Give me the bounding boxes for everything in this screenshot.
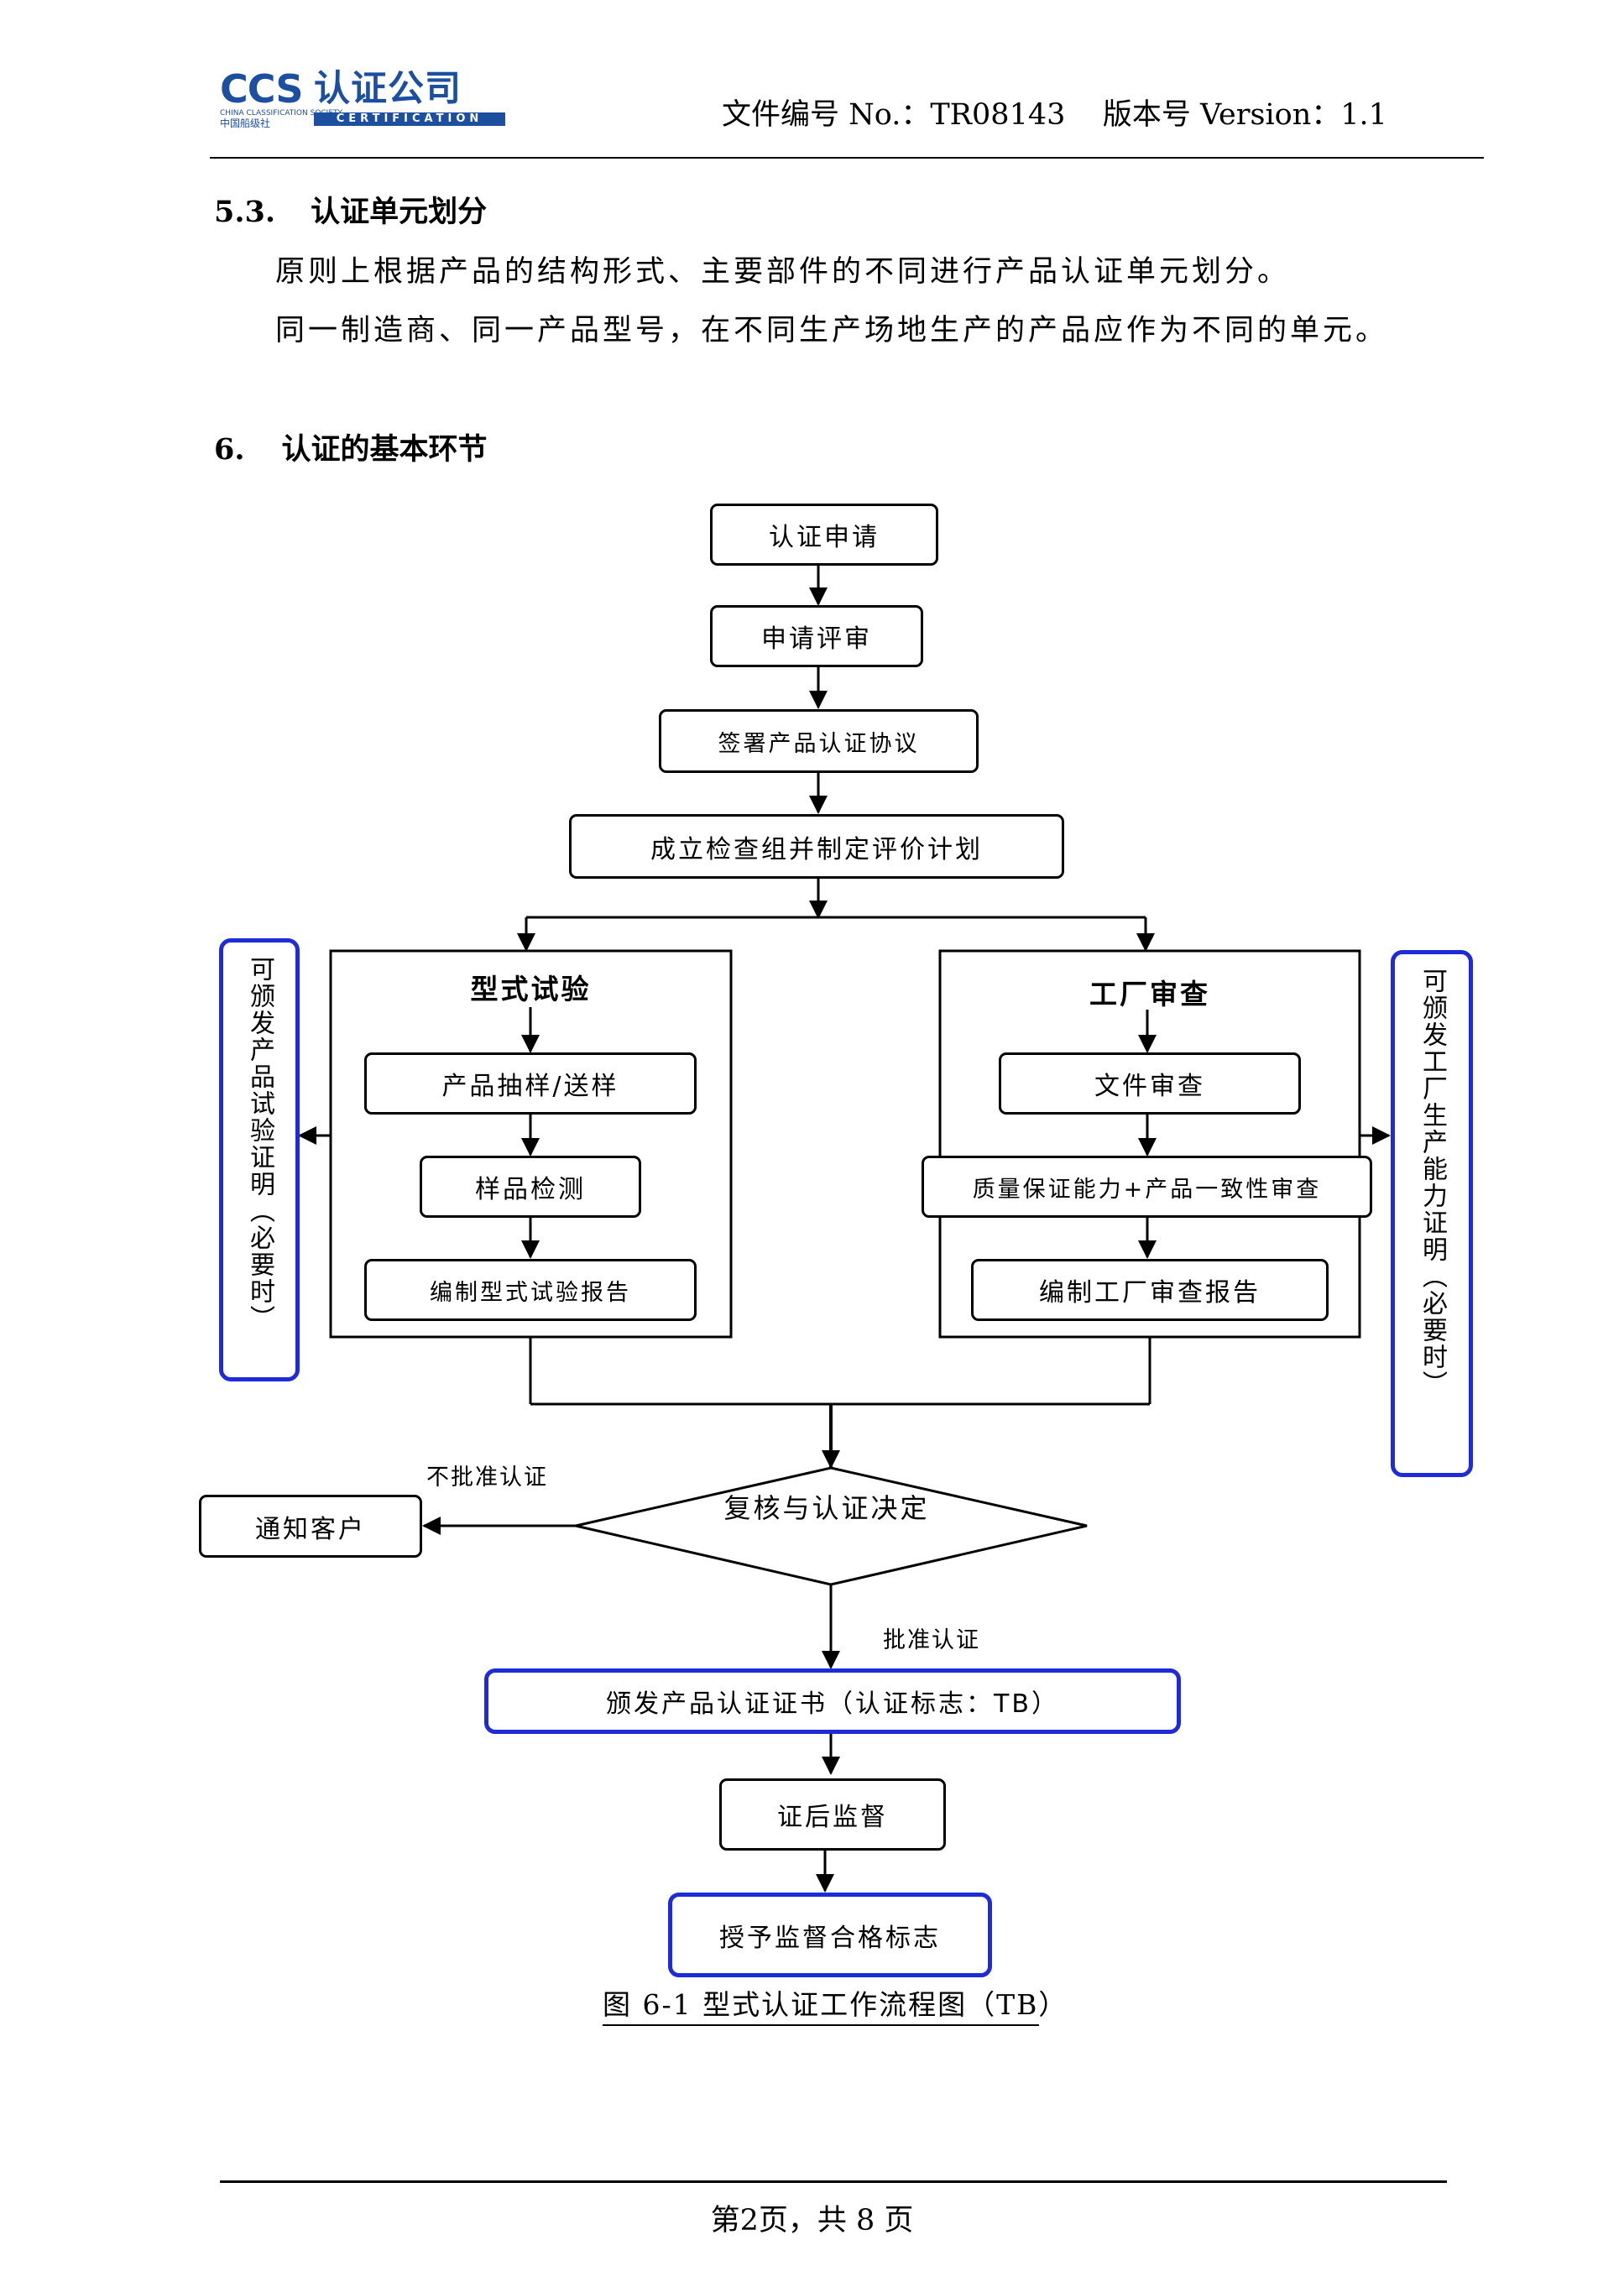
left-item-sampling: 产品抽样/送样 xyxy=(364,1052,697,1115)
section-number: 6. xyxy=(214,432,245,467)
step-sign-box: 签署产品认证协议 xyxy=(659,709,979,773)
logo-ccs-text: CCS xyxy=(220,66,304,112)
post-supervision-box: 证后监督 xyxy=(719,1778,946,1851)
section-6-heading: 6. 认证的基本环节 xyxy=(214,432,488,467)
notify-client-box: 通知客户 xyxy=(199,1495,422,1558)
right-item-report: 编制工厂审查报告 xyxy=(971,1259,1329,1321)
reject-label: 不批准认证 xyxy=(426,1465,548,1491)
left-side-note-box: 可颁发产品试验证明（必要时） xyxy=(219,938,300,1381)
paragraph-2: 同一制造商、同一产品型号，在不同生产场地生产的产品应作为不同的单元。 xyxy=(275,314,1389,347)
header-divider xyxy=(210,157,1484,159)
issue-certificate-box: 颁发产品认证证书（认证标志：TB） xyxy=(484,1668,1181,1734)
left-side-note-text: 可颁发产品试验证明（必要时） xyxy=(245,956,274,1332)
ccs-logo: CCS CHINA CLASSIFICATION SOCIETY 中国船级社 认… xyxy=(220,67,514,128)
right-side-note-text: 可颁发工厂生产能力证明（必要时） xyxy=(1418,968,1447,1397)
logo-sub-en: CHINA CLASSIFICATION SOCIETY xyxy=(220,109,343,117)
right-item-quality-audit: 质量保证能力+产品一致性审查 xyxy=(922,1156,1372,1218)
section-title: 认证单元划分 xyxy=(311,195,488,229)
figure-caption: 图 6-1 型式认证工作流程图（TB） xyxy=(603,1982,1066,2026)
section-title: 认证的基本环节 xyxy=(281,432,488,467)
left-item-report: 编制型式试验报告 xyxy=(364,1259,697,1321)
left-item-testing: 样品检测 xyxy=(420,1156,641,1218)
step-plan-box: 成立检查组并制定评价计划 xyxy=(569,814,1064,879)
logo-cert-bar: CERTIFICATION xyxy=(314,112,505,126)
logo-cn-text: 认证公司 xyxy=(314,68,462,110)
page-number: 第2页，共 8 页 xyxy=(710,2204,914,2237)
decision-text: 复核与认证决定 xyxy=(723,1492,930,1524)
grant-mark-box: 授予监督合格标志 xyxy=(668,1893,992,1977)
left-branch-title: 型式试验 xyxy=(470,973,592,1005)
logo-sub-cn: 中国船级社 xyxy=(220,117,271,129)
right-item-doc-review: 文件审查 xyxy=(999,1052,1301,1115)
step-apply-box: 认证申请 xyxy=(710,504,938,566)
section-5-3-heading: 5.3. 认证单元划分 xyxy=(214,195,487,230)
right-branch-title: 工厂审查 xyxy=(1089,978,1210,1010)
step-review-box: 申请评审 xyxy=(710,605,923,667)
section-number: 5.3. xyxy=(214,195,276,229)
right-side-note-box: 可颁发工厂生产能力证明（必要时） xyxy=(1391,950,1473,1477)
doc-info: 文件编号 No.：TR08143 版本号 Version：1.1 xyxy=(722,98,1387,132)
paragraph-1: 原则上根据产品的结构形式、主要部件的不同进行产品认证单元划分。 xyxy=(275,255,1291,289)
footer-divider xyxy=(220,2180,1447,2183)
approve-label: 批准认证 xyxy=(883,1627,980,1653)
